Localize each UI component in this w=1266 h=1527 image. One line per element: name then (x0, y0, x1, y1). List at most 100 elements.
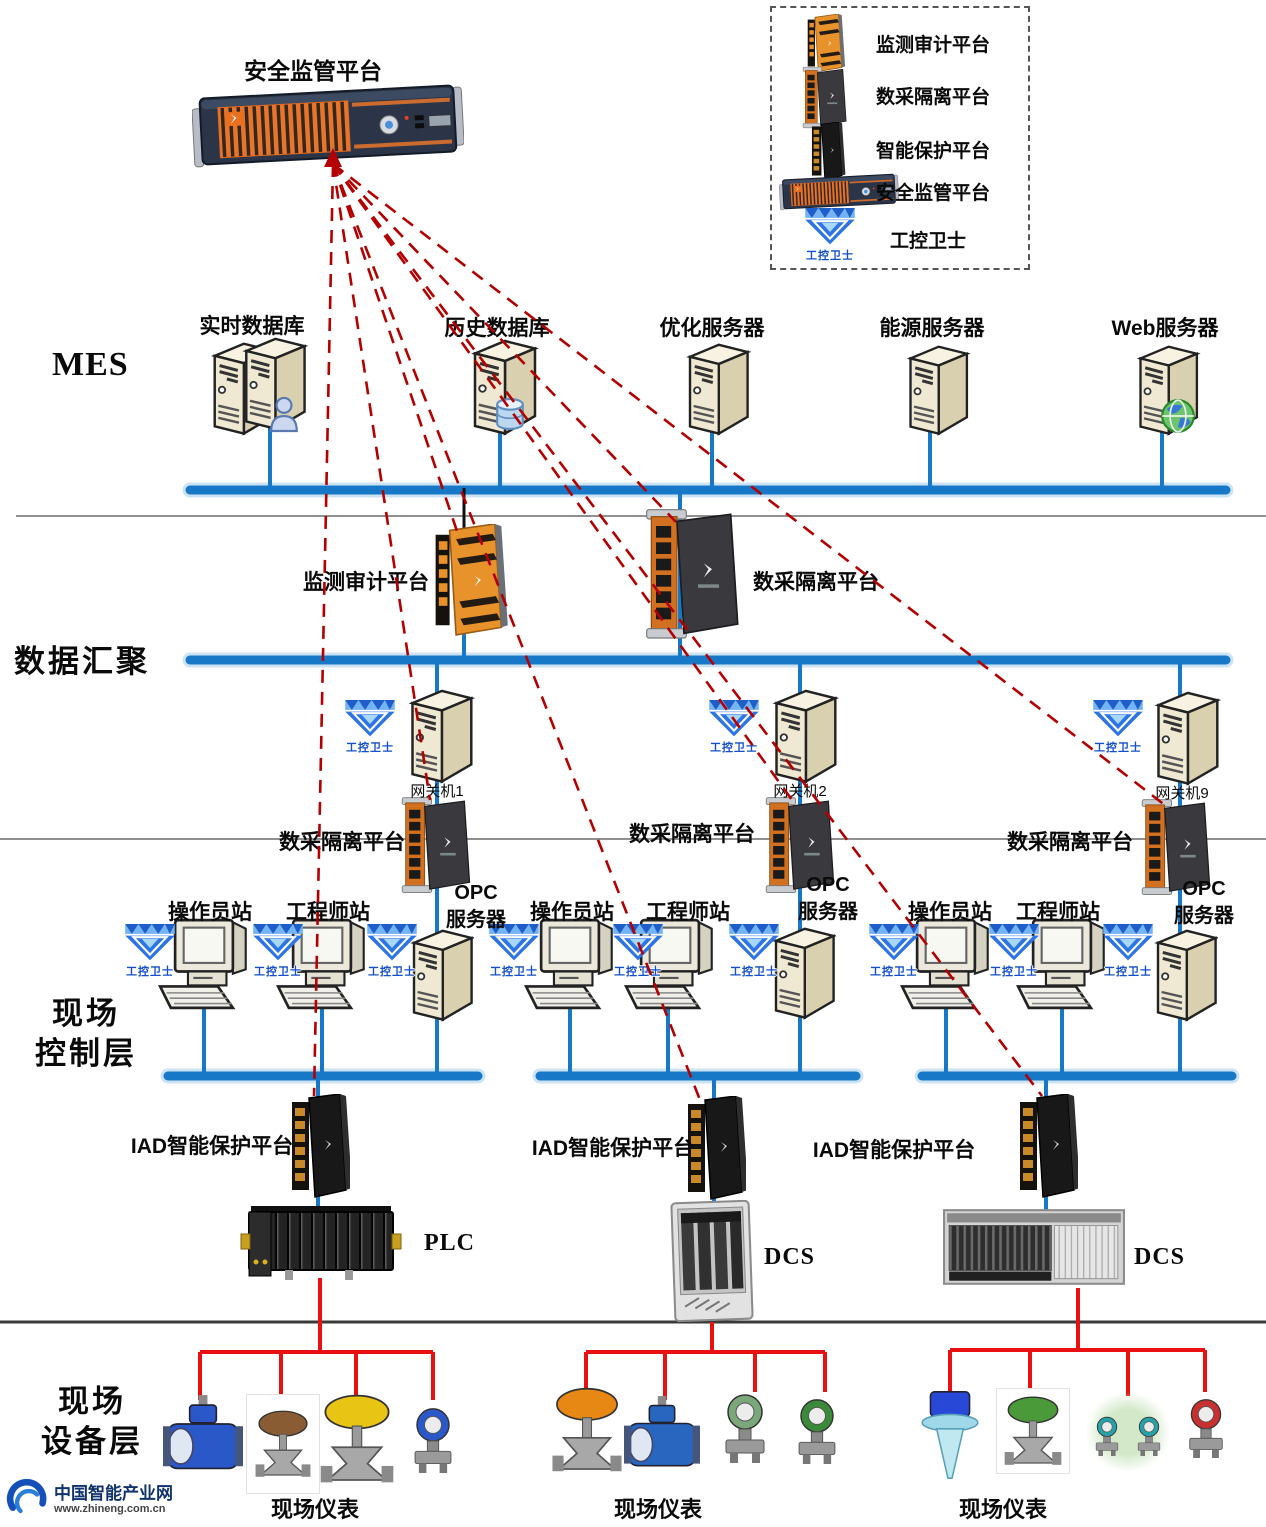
layer-label-mes: MES (52, 346, 129, 383)
dcs-label: DCS (1134, 1244, 1186, 1270)
guard-logo: 工控卫士 (982, 924, 1046, 980)
guard-logo-label: 工控卫士 (730, 966, 778, 978)
flowmeter-icon (163, 1394, 243, 1470)
guard-logo: 工控卫士 (360, 924, 424, 980)
plc-label: PLC (424, 1230, 475, 1256)
guard-shield-icon (868, 924, 920, 962)
field-control-line1: 现场 (52, 996, 120, 1031)
gateway-label: 网关机9 (1155, 785, 1209, 802)
site-name: 中国智能产业网 (54, 1484, 173, 1503)
guard-logo: 工控卫士 (246, 924, 310, 980)
guard-logo-label: 工控卫士 (1094, 742, 1142, 754)
user-icon (270, 396, 298, 433)
legend-item-label: 监测审计平台 (876, 35, 991, 56)
guard-shield-icon (1092, 700, 1144, 738)
optimization-server-icon (688, 343, 750, 436)
transmitter-icon (798, 1399, 836, 1465)
guard-logo-label: 工控卫士 (346, 742, 394, 754)
legend-guard-logo: 工控卫士 (798, 208, 862, 264)
twin-transmitter-group (1086, 1392, 1170, 1472)
transmitter-icon (1189, 1399, 1223, 1459)
valve-icon (254, 1410, 312, 1478)
site-logo-icon (4, 1478, 48, 1522)
opc-line2: 服务器 (446, 909, 506, 931)
guard-logo: 工控卫士 (118, 924, 182, 980)
isolation-platform-label: 数采隔离平台 (279, 831, 405, 854)
gateway-server-icon (774, 689, 837, 784)
legend-isolation-module-icon (802, 66, 847, 129)
opc-line1: OPC (1182, 878, 1226, 900)
legend-audit-module-icon (807, 14, 846, 72)
globe-icon (1161, 399, 1195, 433)
guard-shield-icon (344, 700, 396, 738)
guard-shield-icon (252, 924, 304, 962)
isolation-platform-label: 数采隔离平台 (1007, 831, 1133, 854)
iad-platform-label: IAD智能保护平台 (812, 1139, 976, 1162)
database-icon (496, 398, 524, 431)
site-url: www.zhineng.com.cn (54, 1503, 166, 1515)
valve-photo-card (996, 1388, 1070, 1474)
engineer-station-label: 工程师站 (1016, 901, 1100, 924)
iad-platform-label: IAD智能保护平台 (531, 1137, 695, 1160)
radar-level-meter-icon (921, 1391, 979, 1479)
server-label: 能源服务器 (879, 317, 985, 340)
site-watermark: 中国智能产业网 www.zhineng.com.cn (4, 1478, 173, 1522)
valve-icon (1003, 1396, 1063, 1466)
guard-shield-icon (804, 208, 856, 246)
iad-device-icon (1019, 1094, 1078, 1198)
opc-server-label: OPC 服务器 (798, 872, 858, 926)
guard-shield-icon (708, 700, 760, 738)
guard-logo-label: 工控卫士 (870, 966, 918, 978)
guard-logo-label: 工控卫士 (1104, 966, 1152, 978)
dcs-label: DCS (764, 1244, 816, 1270)
valve-icon (551, 1387, 623, 1473)
guard-logo-label: 工控卫士 (368, 966, 416, 978)
security-platform-label: 安全监管平台 (244, 58, 382, 84)
field-instruments-label: 现场仪表 (613, 1497, 703, 1522)
transmitter-icon (414, 1408, 452, 1474)
security-platform-server-icon (192, 83, 464, 169)
guard-logo-label: 工控卫士 (254, 966, 302, 978)
layer-label-aggregation: 数据汇聚 (14, 644, 150, 679)
legend-box: 监测审计平台 数采隔离平台 智能保护平台 安全监管平台 工控卫士 工控卫士 (770, 6, 1030, 270)
guard-logo-label: 工控卫士 (614, 966, 662, 978)
guard-logo: 工控卫士 (1086, 700, 1150, 756)
field-device-line1: 现场 (58, 1384, 126, 1419)
engineer-station-label: 工程师站 (646, 901, 730, 924)
guard-shield-icon (728, 924, 780, 962)
gateway-server-icon (410, 689, 473, 784)
field-control-line2: 控制层 (35, 1036, 137, 1071)
flowmeter-icon (624, 1395, 700, 1467)
field-instruments-label: 现场仪表 (958, 1497, 1048, 1522)
server-label: Web服务器 (1111, 317, 1219, 340)
isolation-platform-label: 数采隔离平台 (753, 571, 879, 594)
guard-logo-label: 工控卫士 (806, 250, 854, 262)
transmitter-icon (725, 1394, 765, 1464)
opc-server-label: OPC 服务器 (446, 880, 506, 934)
opc-server-label: OPC 服务器 (1174, 876, 1234, 930)
gateway-server-icon (1156, 691, 1219, 786)
site-watermark-text: 中国智能产业网 www.zhineng.com.cn (54, 1484, 173, 1516)
isolation-platform-label: 数采隔离平台 (629, 823, 755, 846)
field-instruments-label: 现场仪表 (270, 1497, 360, 1522)
guard-shield-icon (612, 924, 664, 962)
server-label: 历史数据库 (444, 317, 550, 340)
control-valve-icon (319, 1394, 395, 1484)
operator-station-label: 操作员站 (168, 901, 252, 924)
gateway-label: 网关机1 (410, 783, 464, 800)
opc-line2: 服务器 (1174, 905, 1234, 927)
legend-item-label: 工控卫士 (890, 231, 967, 252)
energy-server-icon (909, 345, 969, 436)
guard-logo: 工控卫士 (702, 700, 766, 756)
server-label: 优化服务器 (659, 317, 765, 340)
guard-logo: 工控卫士 (862, 924, 926, 980)
isolation-platform-device-icon (645, 508, 739, 639)
guard-shield-icon (988, 924, 1040, 962)
layer-label-field-device: 现场 设备层 (41, 1382, 143, 1462)
layer-label-field-control: 现场 控制层 (35, 994, 137, 1074)
engineer-station-label: 工程师站 (286, 901, 370, 924)
dcs-rack-icon (943, 1209, 1125, 1285)
guard-shield-icon (1102, 924, 1154, 962)
